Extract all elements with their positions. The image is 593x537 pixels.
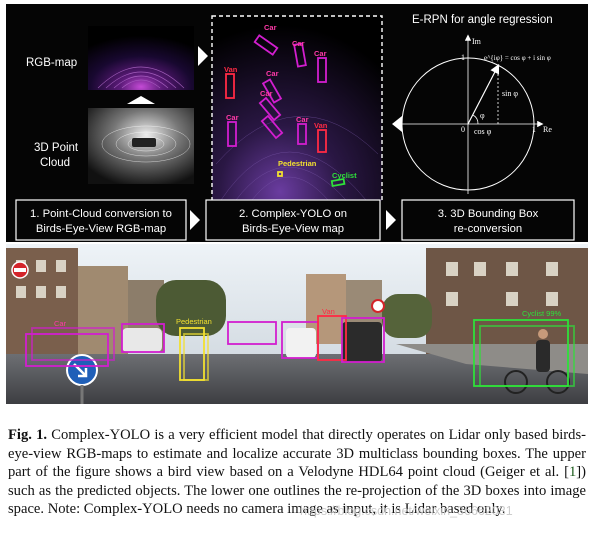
bev-label-pedestrian: Pedestrian [278, 159, 317, 168]
image-box-car [25, 333, 109, 367]
point-cloud-label-line2: Cloud [40, 157, 70, 169]
speed-sign-icon [371, 299, 385, 313]
bev-box-van [317, 129, 327, 153]
caption-text-2: ]) such as the predicted objects. The lo… [8, 464, 586, 517]
point-cloud-rings [101, 125, 191, 163]
step-2-line1: 2. Complex-YOLO on [239, 208, 347, 220]
unit-circle-labels: Im 1 Re 0 1 φ e^{iφ} = cos φ + i sin φ s… [461, 37, 552, 136]
building-left [78, 266, 128, 356]
bev-box-car [293, 42, 307, 68]
bev-detections [225, 34, 346, 188]
step-arrow-icon [386, 210, 396, 230]
image-box-car [227, 321, 277, 345]
parked-car [122, 328, 162, 352]
image-label-pedestrian: Pedestrian [176, 317, 212, 326]
caption-label: Fig. 1. [8, 427, 48, 443]
unit-circle-diagram [398, 34, 544, 194]
trees-left [156, 280, 226, 336]
unit-vector [467, 63, 500, 125]
image-detection-labels: Car Van Pedestrian Cyclist 99% [54, 307, 562, 328]
image-box-car [121, 323, 165, 353]
step-2-box [205, 199, 381, 241]
image-label-car: Car [54, 319, 67, 328]
bev-box-car [317, 57, 327, 83]
step-3-line1: 3. 3D Bounding Box [438, 208, 539, 220]
street-photo [6, 244, 588, 404]
parked-car [342, 322, 382, 362]
point-cloud-car-shape [132, 138, 156, 147]
step-1-line2: Birds-Eye-View RGB-map [36, 223, 166, 235]
bev-box-cyclist [330, 177, 346, 188]
image-box-van [317, 315, 347, 361]
rgb-map-label: RGB-map [26, 57, 77, 69]
phi-label: φ [480, 111, 485, 120]
step-1-line1: 1. Point-Cloud conversion to [30, 208, 172, 220]
bev-box-van [225, 73, 235, 99]
no-entry-bar [14, 268, 26, 272]
image-box-van [341, 317, 385, 363]
arrow-up-icon [127, 96, 155, 104]
bev-label-cyclist: Cyclist [332, 171, 357, 180]
im-label: Im [472, 37, 482, 46]
step-2-line2: Birds-Eye-View map [242, 223, 344, 235]
step-3-box [401, 199, 575, 241]
citation-link[interactable]: 1 [568, 464, 577, 480]
bev-label-car: Car [292, 39, 305, 48]
erpn-title: E-RPN for angle regression [412, 14, 553, 26]
parked-car [286, 328, 316, 358]
zero-label: 0 [461, 125, 465, 134]
bev-label-car: Car [226, 113, 239, 122]
re-label: Re [543, 125, 552, 134]
bev-box-car [297, 123, 307, 145]
rgb-map-thumbnail [88, 26, 194, 90]
bev-box-car [261, 78, 283, 104]
image-detections [25, 315, 575, 387]
arrow-left-icon [392, 116, 402, 132]
one-label-re: 1 [532, 125, 536, 134]
point-cloud-label-line1: 3D Point [34, 142, 79, 154]
sin-label: sin φ [502, 89, 518, 98]
bev-box-car [258, 96, 282, 122]
bev-label-car: Car [314, 49, 327, 58]
bicycle-wheel [504, 370, 528, 394]
bev-detection-labels: Car Car Car Van Car Car Car Car Van Pede… [224, 23, 357, 180]
step-arrow-icon [190, 210, 200, 230]
bicycle-wheel [546, 370, 570, 394]
image-label-cyclist: Cyclist 99% [522, 309, 562, 318]
cyclist-head [538, 329, 548, 339]
bev-box-car [260, 114, 284, 140]
bev-label-car: Car [296, 115, 309, 124]
complex-yolo-figure: RGB-map 3D Point Cloud [6, 4, 588, 404]
bev-label-car: Car [266, 69, 279, 78]
one-label: 1 [461, 53, 465, 62]
image-box-pedestrian [183, 333, 209, 381]
phi-arc [472, 114, 479, 125]
pipeline-steps: 1. Point-Cloud conversion to Birds-Eye-V… [15, 199, 575, 241]
cos-label: cos φ [474, 127, 492, 136]
arrow-right-icon [198, 46, 208, 66]
figure-caption: Fig. 1. Complex-YOLO is a very efficient… [8, 426, 586, 519]
caption-text-1: Complex-YOLO is a very efficient model t… [8, 427, 586, 480]
road [6, 354, 588, 404]
step-1-box [15, 199, 187, 241]
image-box-cyclist [479, 325, 575, 387]
bev-box-pedestrian [277, 171, 283, 177]
image-box-car [31, 327, 115, 361]
watermark: https://blog.csdn.net/weixin_36662031 [300, 504, 513, 518]
bev-label-van: Van [314, 121, 328, 130]
rgb-map-scanlines [97, 66, 185, 89]
step-3-line2: re-conversion [454, 223, 522, 235]
bev-label-car: Car [264, 23, 277, 32]
trees-right [382, 294, 432, 338]
bev-label-car: Car [260, 89, 273, 98]
euler-formula: e^{iφ} = cos φ + i sin φ [484, 54, 551, 62]
bev-map-frame [211, 15, 383, 202]
cyclist-body [536, 340, 550, 372]
image-label-van: Van [322, 307, 335, 316]
bev-box-car [253, 34, 279, 56]
bev-label-van: Van [224, 65, 238, 74]
bev-box-car [227, 121, 237, 147]
